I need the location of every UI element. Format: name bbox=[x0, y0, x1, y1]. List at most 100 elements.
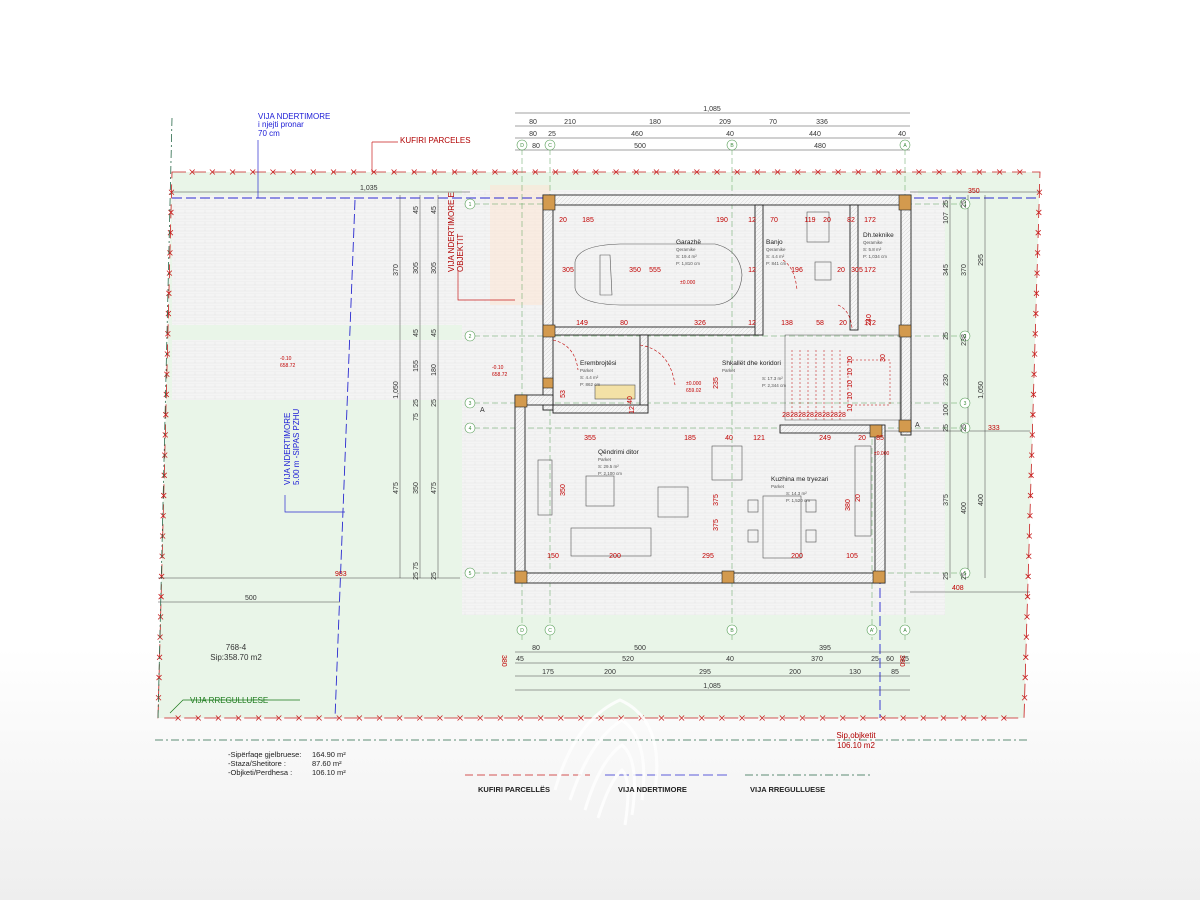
boundary-x-mark bbox=[960, 715, 967, 721]
boundary-x-mark bbox=[532, 169, 539, 175]
dim-value: 1 bbox=[469, 202, 472, 208]
boundary-x-mark bbox=[350, 169, 357, 175]
boundary-x-mark bbox=[1031, 371, 1037, 378]
boundary-x-mark bbox=[431, 169, 438, 175]
dim-value: 350 bbox=[413, 482, 420, 494]
dim-value: 30 bbox=[880, 354, 887, 362]
dim-value: 45 bbox=[516, 656, 524, 663]
boundary-x-mark bbox=[1024, 614, 1030, 620]
dim-value: 180 bbox=[431, 364, 438, 376]
room-name: Garazhë bbox=[676, 239, 701, 246]
boundary-x-mark bbox=[794, 169, 801, 175]
dim-value: 350 bbox=[560, 484, 567, 496]
room-name: Qëndrimi ditor bbox=[598, 449, 640, 456]
boundary-x-mark bbox=[1024, 593, 1031, 600]
dim-value: 20 bbox=[858, 435, 866, 442]
boundary-x-mark bbox=[310, 169, 317, 175]
dim-value: 200 bbox=[791, 553, 803, 560]
dim-value: 119 bbox=[804, 217, 815, 224]
room-area: S: 19.4 m² bbox=[676, 254, 697, 259]
dim-site: 983 bbox=[335, 571, 347, 578]
dim-value: 45 bbox=[431, 206, 438, 214]
boundary-x-mark bbox=[316, 715, 322, 721]
boundary-x-mark bbox=[698, 715, 705, 721]
dim-value: 395 bbox=[819, 645, 831, 652]
boundary-x-mark bbox=[156, 674, 162, 681]
boundary-x-mark bbox=[437, 715, 443, 721]
dim-value: 305 bbox=[851, 267, 863, 274]
dim-value: D bbox=[520, 143, 524, 149]
note-line: VIJA NDERTIMORE E bbox=[447, 192, 456, 272]
boundary-x-mark bbox=[653, 169, 660, 175]
dim-value: 1,050 bbox=[978, 381, 985, 399]
level-left-yard-abs: 658.72 bbox=[280, 363, 296, 369]
boundary-x-mark bbox=[451, 169, 458, 175]
room-banjo: Banjo Qeramike S: 4.4 m² P: 841 cm bbox=[766, 239, 787, 266]
boundary-x-mark bbox=[477, 715, 484, 721]
boundary-x-mark bbox=[166, 290, 172, 297]
note-line: 70 cm bbox=[258, 129, 280, 138]
boundary-x-mark bbox=[916, 169, 922, 175]
dim-value: 25 bbox=[431, 399, 438, 407]
dim-value: 107 bbox=[943, 212, 950, 224]
dim-value: 45 bbox=[431, 329, 438, 337]
dim-value: 200 bbox=[609, 553, 621, 560]
dim-value: 326 bbox=[694, 320, 706, 327]
boundary-x-mark bbox=[578, 715, 584, 721]
dim-value: 180 bbox=[649, 119, 661, 126]
boundary-x-mark bbox=[572, 169, 579, 175]
boundary-x-mark bbox=[160, 512, 166, 519]
boundary-x-mark bbox=[799, 715, 806, 721]
dim-value: 25 bbox=[961, 572, 968, 580]
dim-site: 500 bbox=[245, 595, 257, 602]
dim-value: 12 bbox=[748, 217, 756, 224]
dim-value: 12 bbox=[748, 267, 756, 274]
room-kuzhina: Kuzhina me tryezari Parket S: 14.3 m² P:… bbox=[771, 476, 828, 503]
boundary-x-mark bbox=[356, 715, 363, 721]
note-kufiri-parceles: KUFIRI PARCELES bbox=[400, 136, 471, 145]
boundary-x-mark bbox=[158, 593, 164, 600]
boundary-x-mark bbox=[195, 715, 202, 721]
boundary-x-mark bbox=[1028, 472, 1034, 479]
dims-site: 1,035 350 983 500 333 408 380 380 bbox=[245, 185, 1000, 667]
dim-value: 475 bbox=[431, 482, 438, 494]
dim-value: 20 bbox=[839, 320, 847, 327]
dim-value: 440 bbox=[809, 131, 821, 138]
boundary-x-mark bbox=[1025, 553, 1032, 560]
room-name: Banjo bbox=[766, 239, 783, 246]
dim-value: 196 bbox=[791, 267, 803, 274]
dim-value: 10 bbox=[847, 404, 854, 412]
boundary-x-mark bbox=[936, 169, 942, 175]
dimension-lines bbox=[158, 112, 1040, 691]
boundary-x-mark bbox=[815, 169, 821, 175]
boundary-x-mark bbox=[895, 169, 902, 175]
note-line: OBJEKTIT bbox=[456, 234, 465, 272]
dim-value: 75 bbox=[413, 562, 420, 570]
dim-value: 80 bbox=[532, 143, 540, 150]
boundary-x-mark bbox=[537, 715, 544, 721]
dim-value: 20 bbox=[823, 217, 831, 224]
boundary-x-mark bbox=[1022, 674, 1028, 681]
boundary-x-mark bbox=[457, 715, 463, 721]
dim-value: 82 bbox=[847, 217, 855, 224]
dim-value: 190 bbox=[716, 217, 728, 224]
dim-value: 150 bbox=[547, 553, 559, 560]
dim-value: 75 bbox=[413, 413, 420, 421]
boundary-x-mark bbox=[658, 715, 665, 721]
dim-value: 400 bbox=[978, 494, 985, 506]
stat-value: 106.10 m² bbox=[312, 768, 346, 777]
dim-value: 60 bbox=[886, 656, 894, 663]
dim-value: 40 bbox=[627, 396, 634, 404]
dim-value: 40 bbox=[726, 131, 734, 138]
dim-value: 58 bbox=[816, 320, 824, 327]
section-mark: A bbox=[480, 407, 485, 414]
legend-item: KUFIRI PARCELLËS bbox=[478, 785, 550, 794]
dim-value: 1,050 bbox=[393, 381, 400, 399]
dim-value: 345 bbox=[943, 264, 950, 276]
boundary-x-mark bbox=[1029, 432, 1036, 438]
room-floor: Qeramike bbox=[676, 247, 696, 252]
boundary-x-mark bbox=[336, 715, 343, 721]
room-perimeter: P: 1,034 cm bbox=[863, 254, 887, 259]
boundary-x-mark bbox=[160, 492, 167, 499]
